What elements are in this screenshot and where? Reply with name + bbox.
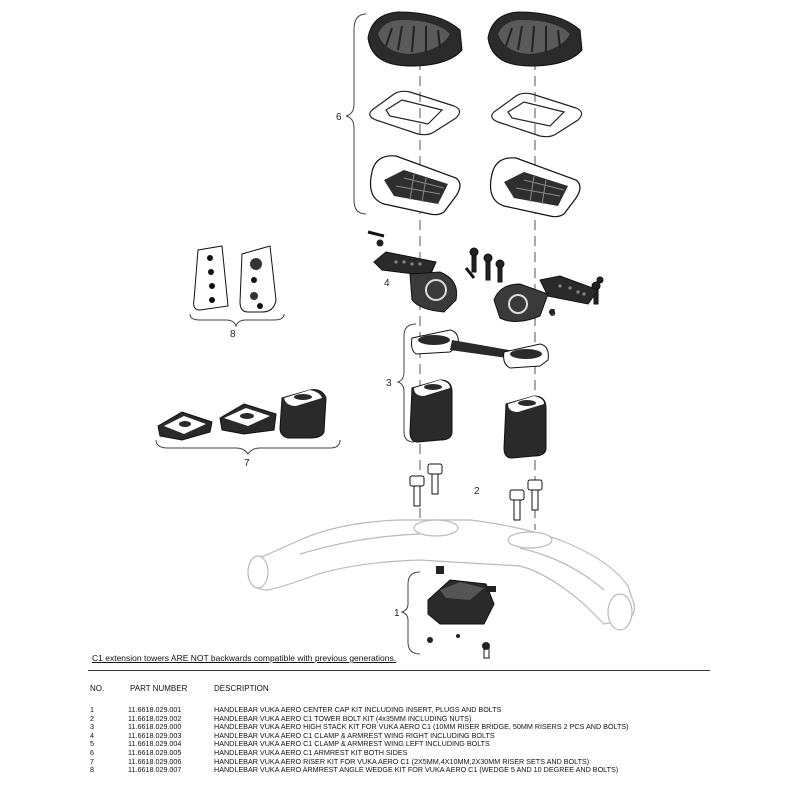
callout-8: 8 — [230, 329, 236, 340]
row-description: HANDLEBAR VUKA AERO C1 ARMREST KIT BOTH … — [214, 747, 408, 757]
row-part-number: 11.6618.029.000 — [128, 722, 182, 732]
table-row: 4 11.6618.029.003 HANDLEBAR VUKA AERO C1 C… — [90, 730, 720, 741]
bracket-7 — [155, 439, 341, 455]
parts-table: 1 11.6618.029.001 HANDLEBAR VUKA AERO CENT… — [90, 705, 720, 775]
table-row: 7 11.6618.029.006 HANDLEBAR VUKA AERO RISE… — [90, 756, 720, 767]
callout-5: 5 — [550, 308, 556, 319]
armrest-cup-right — [489, 157, 581, 218]
row-description: HANDLEBAR VUKA AERO CENTER CAP KIT INCLU… — [214, 705, 502, 714]
row-no: 1 — [90, 705, 94, 714]
callout-3: 3 — [386, 378, 392, 389]
armrest-pad-left — [367, 11, 463, 67]
row-description: HANDLEBAR VUKA AERO C1 CLAMP & ARMREST W… — [214, 739, 490, 749]
row-no: 8 — [90, 765, 94, 775]
row-part-number: 11.6618.029.005 — [128, 747, 182, 757]
row-no: 2 — [90, 713, 94, 723]
riser-right — [503, 395, 547, 459]
table-row: 6 11.6618.029.005 HANDLEBAR VUKA AERO C1 A… — [90, 747, 720, 758]
compatibility-note: C1 extension towers ARE NOT backwards co… — [92, 653, 397, 663]
table-row: 2 11.6618.029.002 HANDLEBAR VUKA AERO C1 T… — [90, 713, 720, 724]
row-no: 5 — [90, 739, 94, 749]
row-part-number: 11.6618.029.003 — [128, 730, 182, 740]
table-divider — [88, 670, 710, 671]
pad-velcro-left — [369, 90, 461, 136]
callout-6: 6 — [336, 112, 342, 123]
row-description: HANDLEBAR VUKA AERO C1 TOWER BOLT KIT (4… — [214, 713, 472, 723]
exploded-parts-diagram: 6 — [155, 11, 635, 659]
row-description: HANDLEBAR VUKA AERO C1 CLAMP & ARMREST W… — [214, 730, 495, 740]
callout-1: 1 — [394, 608, 400, 619]
row-part-number: 11.6618.029.007 — [128, 765, 182, 775]
bracket-8 — [189, 313, 285, 328]
table-row: 3 11.6618.029.000 HANDLEBAR VUKA AERO HIGH… — [90, 723, 720, 732]
row-no: 3 — [90, 722, 94, 732]
row-no: 7 — [90, 756, 94, 766]
row-description: HANDLEBAR VUKA AERO RISER KIT FOR VUKA A… — [214, 756, 590, 766]
callout-7: 7 — [244, 458, 250, 469]
riser-kit-spacers — [157, 389, 327, 441]
handlebar-base — [247, 519, 635, 631]
armrest-pad-right — [487, 11, 583, 67]
pad-velcro-right — [491, 92, 583, 138]
clamp-bolts — [469, 247, 604, 305]
bracket-3 — [396, 323, 417, 443]
riser-left — [409, 379, 453, 443]
bracket-6 — [345, 13, 367, 215]
tower-bolts — [409, 463, 543, 521]
row-no: 4 — [90, 730, 94, 740]
bracket-1 — [400, 571, 421, 655]
row-no: 6 — [90, 747, 94, 757]
row-description: HANDLEBAR VUKA AERO ARMREST ANGLE WEDGE … — [214, 765, 619, 775]
row-description: HANDLEBAR VUKA AERO HIGH STACK KIT FOR V… — [214, 722, 629, 732]
row-part-number: 11.6618.029.001 — [128, 705, 182, 714]
clamp-armrest-wing-right — [367, 230, 476, 313]
center-cap — [427, 566, 496, 659]
row-part-number: 11.6618.029.002 — [128, 713, 182, 723]
callout-4: 4 — [384, 278, 390, 289]
header-part-number: PART NUMBER — [130, 684, 188, 693]
riser-bridge — [411, 329, 549, 369]
header-description: DESCRIPTION — [214, 684, 269, 693]
armrest-cup-left — [369, 155, 461, 216]
angle-wedges — [193, 245, 277, 313]
row-part-number: 11.6618.029.004 — [128, 739, 182, 749]
clamp-armrest-wing-left — [493, 275, 599, 322]
table-row: 8 11.6618.029.007 HANDLEBAR VUKA AERO ARMR… — [90, 766, 720, 775]
callout-2: 2 — [474, 486, 480, 497]
header-no: NO. — [90, 684, 105, 693]
row-part-number: 11.6618.029.006 — [128, 756, 182, 766]
table-row: 5 11.6618.029.004 HANDLEBAR VUKA AERO C1 C… — [90, 740, 720, 749]
table-row: 1 11.6618.029.001 HANDLEBAR VUKA AERO CENT… — [90, 705, 720, 715]
